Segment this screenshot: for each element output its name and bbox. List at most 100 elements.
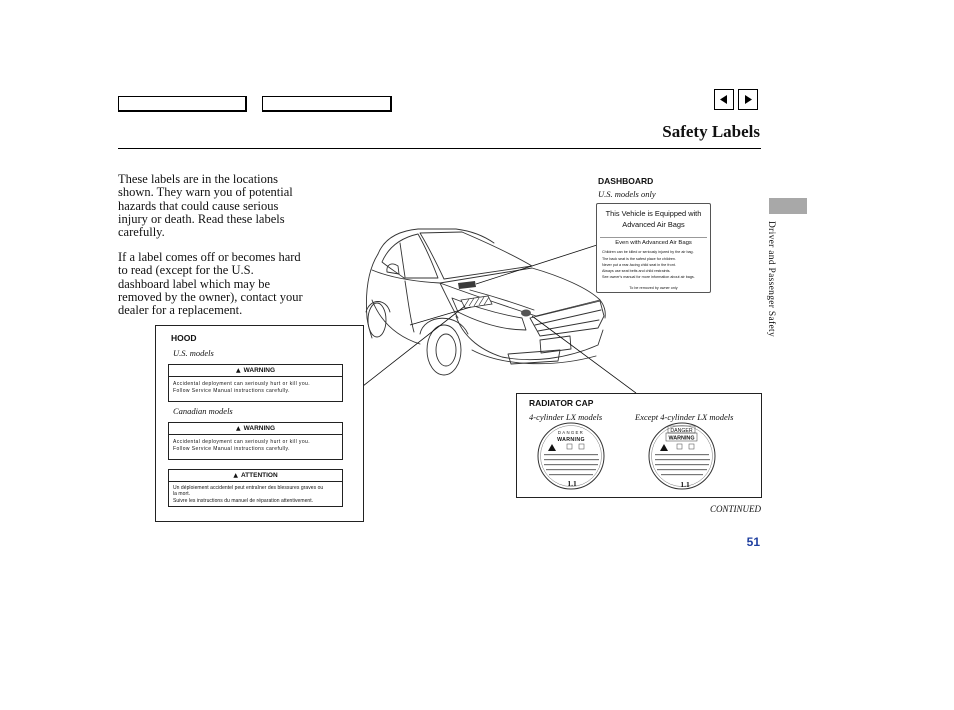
- text-line: These labels are in the locations: [118, 172, 279, 186]
- warning-triangle-icon: [660, 444, 668, 451]
- dashboard-label-subtitle: Even with Advanced Air Bags: [615, 240, 692, 246]
- dashboard-label-divider: [600, 237, 707, 238]
- dashboard-caption: U.S. models only: [598, 189, 656, 199]
- right-radiator-cap: DANGER WARNING 1.1: [648, 422, 716, 490]
- previous-page-button[interactable]: [714, 89, 734, 110]
- warning-label-line: Accidental deployment can seriously hurt…: [173, 439, 311, 445]
- next-page-button[interactable]: [738, 89, 758, 110]
- cap-symbol-icon: [688, 443, 695, 450]
- cap-warning-box: [665, 432, 698, 442]
- warning-label-line: Follow Service Manual instructions caref…: [173, 388, 290, 394]
- attention-label-title: ATTENTION: [240, 472, 278, 479]
- car-side-lower: [371, 299, 421, 345]
- car-beltline: [371, 269, 441, 284]
- warning-triangle-icon: [548, 444, 556, 451]
- us-warning-label: ▲WARNING Accidental deployment can serio…: [168, 364, 343, 402]
- cap-rating-text: 1.1: [567, 479, 577, 488]
- intro-paragraph-2: If a label comes off or becomes hard to …: [118, 250, 303, 317]
- index-nav-button[interactable]: [262, 96, 392, 112]
- cap-symbol-icon: [566, 443, 573, 450]
- warning-triangle-icon: ▲: [233, 472, 238, 479]
- cap-symbol-icon: [578, 443, 585, 450]
- continued-note: CONTINUED: [709, 504, 761, 514]
- dashboard-label-line: See owner's manual for more information …: [602, 275, 695, 279]
- text-line: If a label comes off or becomes hard: [118, 250, 301, 264]
- car-roof-line: [377, 228, 495, 255]
- dashboard-label-title: Advanced Air Bags: [622, 220, 685, 229]
- dashboard-heading: DASHBOARD: [598, 176, 654, 186]
- cap-symbol-icon: [676, 443, 683, 450]
- canadian-warning-label: ▲WARNING Accidental deployment can serio…: [168, 422, 343, 460]
- attention-label-line: la mort.: [173, 491, 191, 497]
- text-line: dashboard label which may be: [118, 276, 271, 291]
- page-number: 51: [746, 535, 760, 549]
- cap-warning-text: WARNING: [668, 436, 694, 442]
- text-line: hazards that could cause serious: [118, 198, 279, 213]
- dashboard-label-line: The back seat is the safest place for ch…: [602, 257, 676, 261]
- text-line: removed by the owner), contact your: [118, 289, 303, 304]
- radiator-cap-panel: RADIATOR CAP 4-cylinder LX models Except…: [516, 393, 762, 498]
- cap-danger-text: DANGER: [558, 430, 584, 435]
- radiator-cap-drawings: DANGER WARNING 1.1 DANGER: [537, 422, 716, 490]
- car-illustration: [365, 228, 606, 376]
- canadian-attention-label: ▲ATTENTION Un déploiement accidentel peu…: [168, 469, 343, 507]
- dashboard-label-title: This Vehicle is Equipped with: [605, 209, 702, 218]
- warning-triangle-icon: ▲: [235, 425, 241, 432]
- car-hood: [439, 267, 601, 317]
- section-tab[interactable]: [769, 198, 807, 214]
- page-title: Safety Labels: [662, 122, 760, 141]
- radiator-cap-marker: [521, 309, 531, 317]
- left-radiator-cap: DANGER WARNING 1.1: [537, 422, 605, 490]
- text-line: injury or death. Read these labels: [118, 211, 285, 226]
- car-windshield: [419, 231, 533, 280]
- radiator-cap-heading: RADIATOR CAP: [529, 398, 594, 408]
- car-lower-intake: [507, 349, 561, 365]
- hood-leader-line: [362, 305, 466, 387]
- car-bumper: [455, 315, 604, 361]
- attention-label-line: Un déploiement accidentel peut entraîner…: [173, 485, 324, 491]
- warning-label-line: Accidental deployment can seriously hurt…: [173, 381, 311, 387]
- car-hood-crease: [469, 289, 535, 311]
- dashboard-airbag-label: This Vehicle is Equipped with Advanced A…: [596, 203, 711, 293]
- warning-label-header: ▲WARNING: [169, 365, 342, 377]
- car-b-pillar: [399, 242, 406, 278]
- us-models-caption: U.S. models: [173, 348, 214, 358]
- cap-danger-text: DANGER: [670, 428, 692, 434]
- car-far-headlight: [599, 299, 606, 319]
- dashboard-leader-line: [475, 244, 598, 285]
- cap-rating-text: 1.1: [680, 480, 690, 489]
- car-front-wheel-rim: [435, 333, 457, 367]
- warning-triangle-icon: ▲: [235, 367, 241, 374]
- warning-label-header: ▲WARNING: [169, 423, 342, 435]
- dashboard-label-marker: [458, 281, 476, 289]
- left-cap-caption: 4-cylinder LX models: [529, 412, 603, 422]
- cap-fine-print: [544, 454, 599, 476]
- contents-nav-button[interactable]: [118, 96, 247, 112]
- car-grille-bar: [534, 309, 602, 326]
- text-line: to read (except for the U.S.: [118, 263, 254, 278]
- section-tab-label: Driver and Passenger Safety: [766, 221, 776, 337]
- right-cap-caption: Except 4-cylinder LX models: [635, 412, 734, 422]
- car-door-line: [404, 280, 415, 333]
- radiator-cap-leader-line: [531, 315, 637, 394]
- title-rule: [118, 148, 761, 149]
- dashboard-label-line: Children can be killed or seriously inju…: [602, 250, 694, 254]
- car-license-plate: [539, 335, 572, 354]
- triangle-right-icon: [745, 95, 752, 104]
- hood-label-marker: [460, 295, 493, 309]
- warning-label-title: WARNING: [243, 367, 276, 374]
- leader-lines: [362, 244, 637, 394]
- canadian-models-caption: Canadian models: [173, 406, 233, 416]
- hood-label-panel: HOOD U.S. models ▲WARNING Accidental dep…: [155, 325, 364, 522]
- warning-label-line: Follow Service Manual instructions caref…: [173, 446, 290, 452]
- car-lower-bumper: [471, 349, 597, 365]
- car-rear-wheel-arch: [365, 301, 391, 313]
- car-grille: [529, 300, 605, 337]
- attention-label-header: ▲ATTENTION: [169, 470, 342, 482]
- car-grille-bar: [537, 319, 600, 332]
- car-front-wheel: [426, 324, 462, 376]
- intro-paragraph-1: These labels are in the locations shown.…: [118, 172, 293, 240]
- text-line: carefully.: [118, 225, 165, 240]
